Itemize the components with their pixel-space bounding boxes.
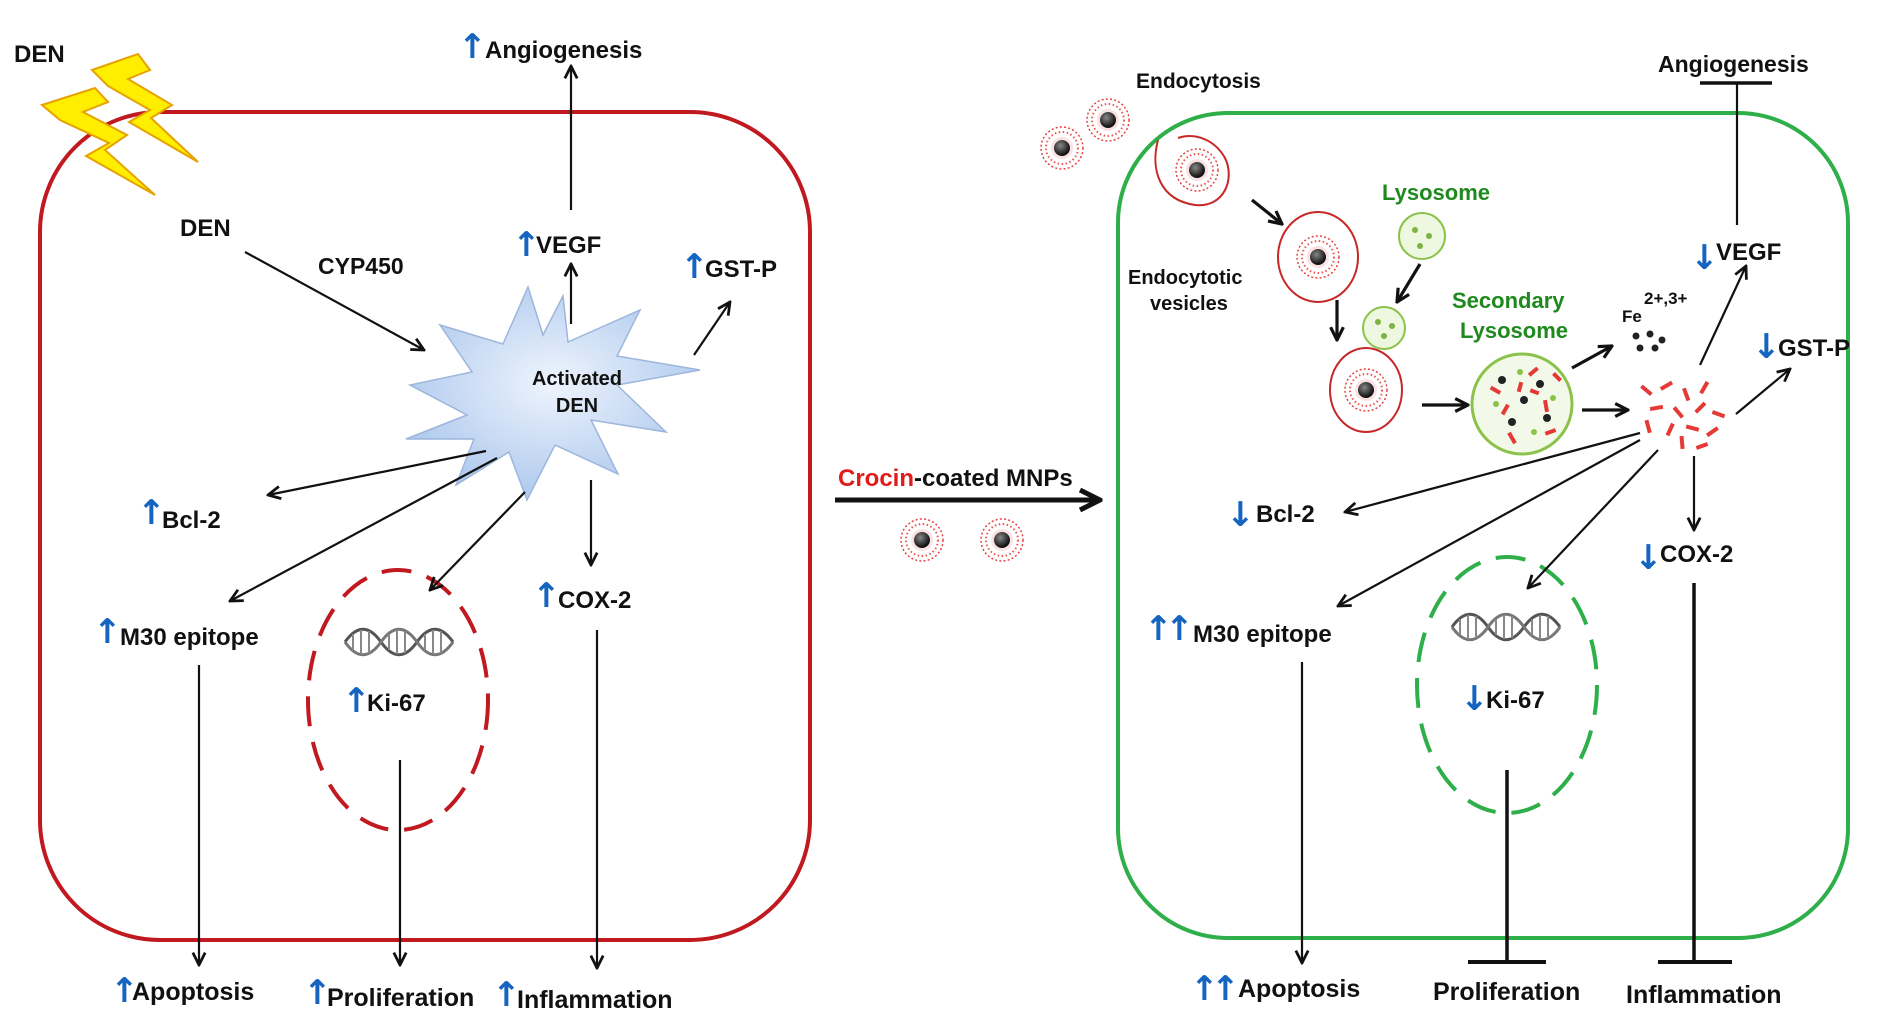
den-to-activated-arrow bbox=[244, 251, 424, 350]
right-apoptosis-label: Apoptosis bbox=[1238, 975, 1360, 1003]
endocytotic-vesicle bbox=[1277, 211, 1359, 303]
star-to-gstp-arrow bbox=[693, 302, 730, 356]
right-proliferation-label: Proliferation bbox=[1433, 978, 1580, 1006]
left-nucleus bbox=[306, 568, 490, 832]
m30-up-arrow-icon: ↑ bbox=[93, 612, 122, 652]
crocin-label: Crocin bbox=[838, 465, 914, 492]
cox2-up-arrow-icon: ↑ bbox=[532, 576, 561, 616]
invagination-to-vesicle-arrow bbox=[1251, 198, 1282, 224]
bcl2-label: Bcl-2 bbox=[162, 507, 221, 534]
star-to-ki67-arrow bbox=[430, 491, 526, 590]
lysosome bbox=[1398, 212, 1446, 260]
gstp-up-arrow-icon: ↑ bbox=[680, 247, 709, 287]
proliferation-up-arrow-icon: ↑ bbox=[303, 973, 332, 1013]
degraded-to-bcl2-arrow bbox=[1345, 431, 1641, 512]
degraded-to-vegf-arrow bbox=[1699, 266, 1746, 366]
right-apoptosis-up-arrow-icon-2: ↑ bbox=[1211, 969, 1240, 1009]
secondary-lysosome-label-1: Secondary bbox=[1452, 288, 1565, 313]
inflammation-up-arrow-icon: ↑ bbox=[492, 975, 521, 1015]
star-to-m30-arrow bbox=[230, 457, 498, 601]
activated-den-label-2: DEN bbox=[556, 395, 598, 417]
right-vegf-down-arrow-icon: ↓ bbox=[1690, 238, 1719, 278]
fusing-lysosome bbox=[1362, 306, 1406, 350]
endocytotic-vesicles-label-2: vesicles bbox=[1150, 293, 1228, 315]
right-m30-up-arrow-icon-2: ↑ bbox=[1165, 609, 1194, 649]
secondary-lysosome-contents bbox=[1489, 366, 1562, 445]
right-ki67-down-arrow-icon: ↓ bbox=[1460, 679, 1489, 719]
secondary-to-fe-arrow bbox=[1571, 346, 1612, 370]
lysosome-label: Lysosome bbox=[1382, 180, 1490, 205]
vegf-up-arrow-icon: ↑ bbox=[512, 225, 541, 265]
proliferation-label: Proliferation bbox=[327, 984, 474, 1012]
endocytotic-vesicles-label-1: Endocytotic bbox=[1128, 267, 1242, 289]
fe-label: Fe bbox=[1622, 307, 1642, 326]
apoptosis-label: Apoptosis bbox=[132, 978, 254, 1006]
lightning-bolt-icon bbox=[39, 52, 199, 196]
nanoparticle-icon bbox=[1175, 148, 1219, 192]
den-label: DEN bbox=[180, 215, 231, 242]
right-ki67-label: Ki-67 bbox=[1486, 687, 1545, 714]
right-dna-helix-icon bbox=[1450, 612, 1562, 642]
lysosome-to-fusion-arrow bbox=[1397, 263, 1422, 302]
endocytosis-label: Endocytosis bbox=[1136, 70, 1261, 93]
degraded-to-ki67-arrow bbox=[1528, 449, 1659, 588]
bcl2-up-arrow-icon: ↑ bbox=[137, 493, 166, 533]
iron-ions bbox=[1632, 330, 1666, 352]
right-angiogenesis-label: Angiogenesis bbox=[1658, 51, 1809, 77]
left-cell-membrane bbox=[38, 110, 812, 942]
angiogenesis-label: Angiogenesis bbox=[485, 37, 642, 64]
m30-label: M30 epitope bbox=[120, 624, 259, 651]
right-cox2-label: COX-2 bbox=[1660, 541, 1733, 568]
treatment-label: Crocin-coated MNPs bbox=[838, 465, 1073, 492]
right-inflammation-label: Inflammation bbox=[1626, 981, 1782, 1009]
degraded-to-gstp-arrow bbox=[1735, 369, 1790, 415]
nanoparticle-icon bbox=[900, 518, 944, 562]
cox2-label: COX-2 bbox=[558, 587, 631, 614]
cyp450-label: CYP450 bbox=[318, 253, 404, 279]
right-apoptosis-up-arrow-icon-1: ↑ bbox=[1190, 969, 1219, 1009]
right-bcl2-down-arrow-icon: ↓ bbox=[1226, 495, 1255, 535]
nanoparticle-icon bbox=[1296, 235, 1340, 279]
right-nucleus bbox=[1415, 555, 1599, 815]
gstp-label: GST-P bbox=[705, 256, 777, 283]
den-corner-label: DEN bbox=[14, 41, 65, 68]
right-m30-label: M30 epitope bbox=[1193, 621, 1332, 648]
degraded-to-m30-arrow bbox=[1338, 439, 1641, 606]
coated-mnps-label: -coated MNPs bbox=[914, 465, 1073, 492]
endocytosis-invagination bbox=[1154, 135, 1230, 207]
degraded-crocin-fragments bbox=[1640, 380, 1726, 450]
right-gstp-label: GST-P bbox=[1778, 335, 1850, 362]
ki67-label: Ki-67 bbox=[367, 690, 426, 717]
dna-helix-icon bbox=[343, 627, 455, 657]
fusing-lysosome-granules bbox=[1375, 319, 1395, 339]
right-gstp-down-arrow-icon: ↓ bbox=[1752, 327, 1781, 367]
activated-den-star bbox=[405, 284, 701, 502]
right-bcl2-label: Bcl-2 bbox=[1256, 501, 1315, 528]
vegf-label: VEGF bbox=[536, 232, 601, 259]
fe-charge-label: 2+,3+ bbox=[1644, 289, 1688, 308]
nanoparticle-icon bbox=[980, 518, 1024, 562]
nanoparticle-icon bbox=[1040, 126, 1084, 170]
angiogenesis-up-arrow-icon: ↑ bbox=[458, 27, 487, 67]
lysosome-granules bbox=[1412, 227, 1432, 249]
inflammation-label: Inflammation bbox=[517, 986, 673, 1014]
activated-den-label-1: Activated bbox=[532, 368, 622, 390]
nanoparticle-icon bbox=[1086, 98, 1130, 142]
right-cell-membrane bbox=[1116, 111, 1850, 940]
right-cox2-down-arrow-icon: ↓ bbox=[1634, 538, 1663, 578]
star-to-bcl2-arrow bbox=[268, 449, 487, 495]
right-m30-up-arrow-icon-1: ↑ bbox=[1144, 609, 1173, 649]
apoptosis-up-arrow-icon: ↑ bbox=[110, 971, 139, 1011]
right-vegf-label: VEGF bbox=[1716, 239, 1781, 266]
ki67-up-arrow-icon: ↑ bbox=[342, 681, 371, 721]
secondary-lysosome bbox=[1470, 352, 1574, 456]
secondary-lysosome-label-2: Lysosome bbox=[1460, 318, 1568, 343]
